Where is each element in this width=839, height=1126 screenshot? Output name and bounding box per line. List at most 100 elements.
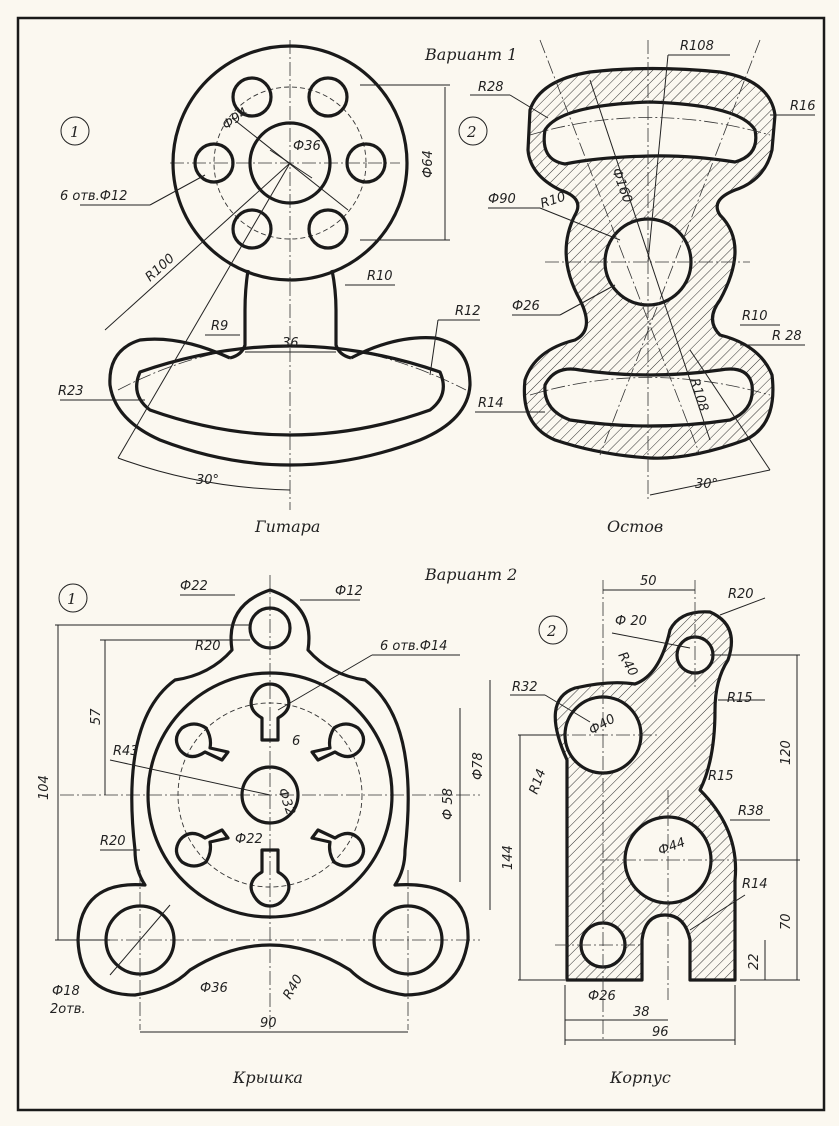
dim-holes: 6 отв.Ф14 (380, 639, 447, 654)
part-number: 1 (67, 590, 77, 608)
dim-d58: Ф 58 (441, 788, 456, 820)
dim-holes2: 2отв. (50, 1002, 86, 1017)
dim-d36: Ф36 (200, 981, 228, 996)
part-number-circle (538, 615, 568, 645)
dim-r9: R9 (211, 319, 228, 334)
dim-r108a: R108 (680, 39, 714, 54)
dim-r40: R40 (280, 972, 306, 1002)
ext-line (689, 349, 771, 471)
dim-r14a: R14 (527, 767, 550, 796)
dim-d26: Ф26 (588, 989, 616, 1004)
dim-d18: Ф18 (52, 984, 80, 999)
dim-d22a: Ф22 (180, 579, 208, 594)
dim-r38: R38 (738, 804, 764, 819)
dim-line (104, 162, 291, 331)
dim-d36: Ф36 (293, 139, 321, 154)
dim-r43: R43 (113, 744, 139, 759)
dim-ang30: 30° (695, 477, 718, 492)
leader-line (149, 174, 206, 206)
dim-r10: R10 (367, 269, 393, 284)
dim-r28b: R 28 (772, 329, 802, 344)
bolt-circle (213, 86, 367, 240)
dim-v104: 104 (37, 775, 52, 800)
dim-d90: Ф90 (488, 192, 516, 207)
angle-arc (117, 457, 291, 491)
dim-w50: 50 (640, 574, 657, 589)
dim-r20: R20 (728, 587, 754, 602)
dim-r20a: R20 (195, 639, 221, 654)
radial-axis (599, 39, 761, 456)
dim-d20: Ф 20 (615, 614, 647, 629)
dim-line (589, 79, 711, 441)
variant1-title: Вариант 1 (424, 45, 517, 64)
arc-body-outline (108, 336, 472, 467)
dim-r12: R12 (455, 304, 481, 319)
dim-w96: 96 (652, 1025, 669, 1040)
part-kryshka: 1 (37, 575, 491, 1087)
part-number: 2 (546, 622, 557, 640)
dim-d78: Ф78 (471, 752, 486, 780)
dim-line (647, 54, 669, 263)
arc-center-line (529, 377, 771, 396)
leader-line (719, 597, 766, 616)
dim-v120: 120 (779, 740, 794, 765)
radial-axis (539, 39, 701, 456)
kryshka-outline (76, 588, 470, 997)
center-hole (248, 121, 332, 205)
part-number-circle (60, 116, 90, 146)
leader-line (611, 632, 691, 649)
dim-r28a: R28 (478, 80, 504, 95)
guitar-body-disk (171, 44, 409, 282)
dim-r16: R16 (790, 99, 816, 114)
part-guitar: 1 (58, 40, 481, 536)
bolt-circle (177, 702, 363, 888)
dim-r15b: R15 (708, 769, 734, 784)
leader-line (539, 207, 621, 241)
dim-r40: R40 (615, 650, 641, 680)
dim-line (269, 149, 313, 179)
sheet-frame (16, 16, 826, 1112)
dim-d12: Ф12 (335, 584, 363, 599)
neck-right-edge (330, 269, 352, 360)
dim-r32: R32 (512, 680, 538, 695)
arc-center-line (529, 117, 771, 136)
keyhole-slots (174, 682, 366, 908)
dim-ang30: 30° (196, 473, 219, 488)
bolt-holes (193, 76, 387, 250)
leader-line (544, 694, 591, 723)
dim-w36: 36 (282, 336, 299, 351)
dim-d64: Ф64 (421, 150, 436, 178)
leader-line (559, 284, 616, 316)
dim-r14b: R14 (742, 877, 768, 892)
dim-v70: 70 (779, 913, 794, 930)
variant2-title: Вариант 2 (424, 565, 517, 584)
leader-line (429, 319, 439, 376)
dim-v57: 57 (89, 708, 104, 725)
neck-left-edge (229, 269, 250, 360)
part-number-circle (58, 583, 88, 613)
dim-d22b: Ф22 (235, 832, 263, 847)
dim-line (109, 759, 271, 796)
dim-d32: Ф32 (274, 786, 298, 817)
part-caption: Остов (607, 517, 663, 536)
dim-v22: 22 (747, 953, 762, 970)
part-number: 2 (466, 123, 477, 141)
angle-arc (649, 469, 771, 496)
part-caption: Гитара (254, 517, 320, 536)
dim-r15a: R15 (727, 691, 753, 706)
dim-r10b: R10 (742, 309, 768, 324)
dim-r23: R23 (58, 384, 84, 399)
dim-d26: Ф26 (512, 299, 540, 314)
main-disc (146, 671, 394, 919)
dim-line (231, 117, 349, 211)
part-caption: Крышка (232, 1068, 303, 1087)
arc-slot (135, 344, 445, 437)
leader-line (277, 654, 373, 711)
dim-holes: 6 отв.Ф12 (60, 189, 127, 204)
dim-r10a: R10 (539, 190, 568, 212)
dim-w90: 90 (260, 1016, 277, 1031)
top-lug-hole (248, 606, 292, 650)
part-korpus: 2 50 R20 (501, 574, 800, 1087)
dim-r14: R14 (478, 396, 504, 411)
